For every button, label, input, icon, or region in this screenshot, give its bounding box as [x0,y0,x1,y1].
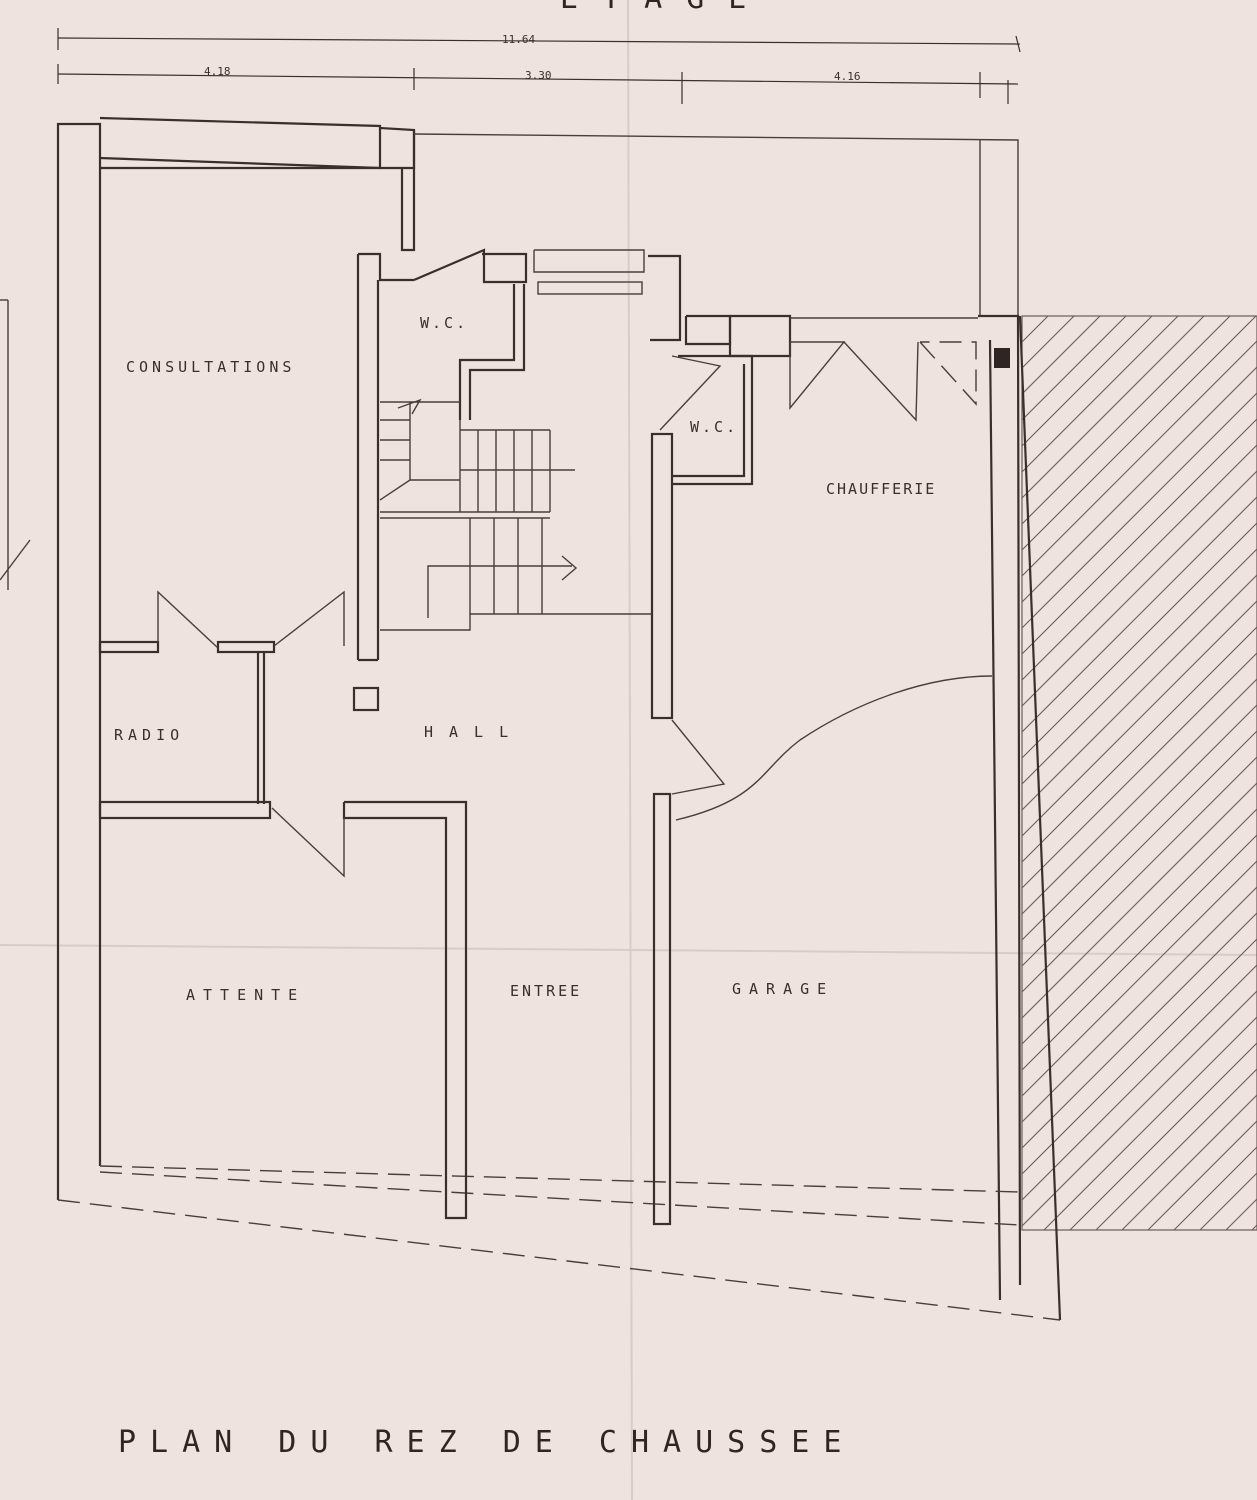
door-swings [157,341,993,878]
hatch-line [1021,704,1257,941]
dimension-left: 4.18 [204,65,231,78]
hatch-line [1021,964,1257,1201]
hatch-line [1021,315,1101,395]
hatch-line [1021,315,1205,499]
room-label-garage: GARAGE [732,980,834,998]
hatch-line [1021,522,1257,759]
hatch-line [1199,1172,1257,1231]
hatch-line [1021,392,1257,629]
dimension-lines [57,28,1021,104]
room-label-consultations: CONSULTATIONS [126,358,295,376]
dimension-middle: 3.30 [525,69,552,82]
hatch-line [1173,1146,1257,1231]
hatch-line [1021,860,1257,1097]
hatch-line [1021,315,1231,525]
hatch-line [1021,366,1257,603]
header-fragment: ETAGE [560,0,770,16]
hatch-line [1021,470,1257,707]
hatch-line [1021,315,1075,369]
room-label-radio: RADIO [114,726,184,744]
outer-walls [56,116,1062,1321]
hatch-line [1021,990,1257,1227]
dimension-total: 11.64 [502,33,535,46]
plan-title: PLAN DU REZ DE CHAUSSEE [118,1425,855,1460]
hatch-line [1021,315,1257,551]
hatch-line [1021,315,1127,421]
room-label-entree: ENTREE [510,982,582,1000]
hatch-line [1021,756,1257,993]
margin-fragments [0,299,31,590]
dimension-right: 4.16 [834,70,861,83]
paper-fold-horizontal [0,944,1257,956]
hatch-line [1021,574,1257,811]
hatch-line [1021,548,1257,785]
staircase [379,398,578,618]
hatch-line [1251,1224,1257,1231]
room-label-chaufferie: CHAUFFERIE [826,480,936,498]
hatch-line [1021,886,1257,1123]
hatch-line [1021,678,1257,915]
hatch-line [1043,1016,1257,1231]
hatch-line [1147,1120,1257,1231]
hatch-line [1021,652,1257,889]
hatch-line [1021,315,1049,343]
room-label-attente: ATTENTE [186,986,305,1004]
hatch-line [1021,782,1257,1019]
hatch-line [1021,600,1257,837]
hatch-line [1021,730,1257,967]
hatch-line [1021,808,1257,1045]
room-label-wc-2: W.C. [690,418,738,436]
hatch-line [1021,315,1153,447]
hatch-line [1021,340,1257,577]
hatch-line [1021,626,1257,863]
hatch-line [1021,912,1257,1149]
hatch-line [1021,418,1257,655]
room-label-hall: HALL [424,723,524,741]
hatch-line [1121,1094,1257,1231]
paper-fold-vertical [627,0,633,1500]
hatch-line [1021,315,1179,473]
hatch-line [1021,496,1257,733]
hatch-line [1021,444,1257,681]
neighbour-hatching [1021,315,1257,1231]
hatch-line [1021,938,1257,1175]
room-label-wc-1: W.C. [420,314,468,332]
hatch-line [1021,834,1257,1071]
hatch-line [1095,1068,1257,1231]
hatch-line [1225,1198,1257,1231]
interior-walls [98,248,978,1226]
hatch-line [1069,1042,1257,1231]
